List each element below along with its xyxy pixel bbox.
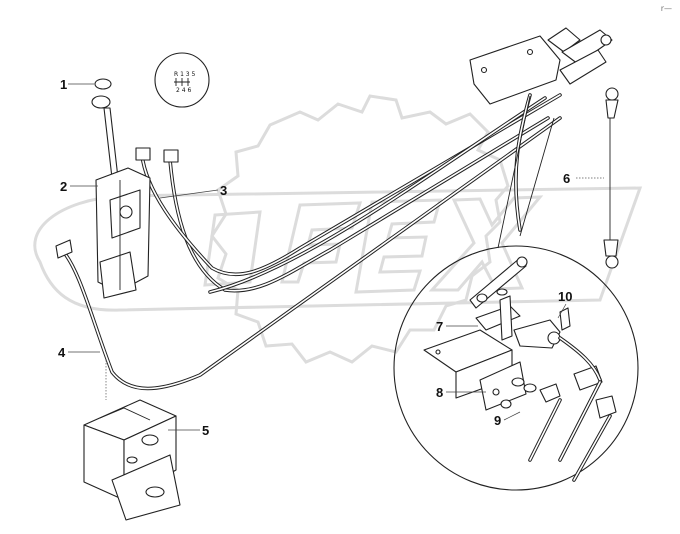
gearbox-bracket — [469, 27, 613, 105]
callout-4: 4 — [58, 345, 66, 360]
callout-5: 5 — [202, 423, 210, 438]
cable-end-left — [55, 239, 73, 259]
shift-cables — [60, 93, 562, 391]
selector-rod — [603, 87, 619, 269]
callout-2: 2 — [60, 179, 68, 194]
knob-pattern-bottom: 2 4 6 — [176, 87, 191, 94]
cable-clevis-ends — [135, 147, 179, 163]
corner-mark: r— — [660, 4, 672, 13]
callout-9: 9 — [494, 413, 502, 428]
callout-6: 6 — [563, 171, 571, 186]
callout-7: 7 — [436, 319, 444, 334]
shift-lever-assembly — [91, 95, 151, 299]
callout-10: 10 — [558, 289, 573, 304]
watermark-logo — [33, 186, 643, 312]
detail-circle — [393, 95, 639, 491]
leader-lines — [68, 83, 604, 431]
mounting-bracket — [83, 399, 181, 521]
knob-pattern-top: R 1 3 5 — [174, 71, 196, 78]
callout-1: 1 — [60, 77, 68, 92]
callout-3: 3 — [220, 183, 228, 198]
knob-cap — [94, 78, 112, 90]
shift-knob-detail: R 1 3 5 2 4 6 — [154, 52, 210, 108]
callout-8: 8 — [436, 385, 444, 400]
watermark-gear — [210, 94, 510, 364]
